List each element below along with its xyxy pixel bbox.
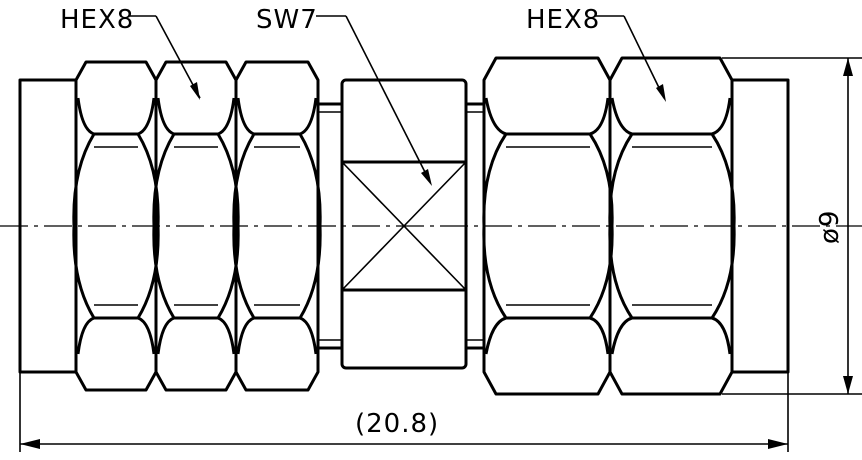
label-sw-middle: SW7 [256,5,318,35]
middle-wrench-body [340,78,468,370]
leader-sw-middle [316,15,432,186]
leader-hex-right [596,15,666,102]
left-hex-nut-group [72,60,322,392]
diameter-dimension [722,57,862,395]
right-hex-nut-group [482,56,736,396]
label-hex-right: HEX8 [526,5,600,35]
label-hex-left: HEX8 [60,5,134,35]
leader-hex-left [130,15,201,100]
length-dimension [19,372,789,452]
right-cylinder-end [730,78,790,374]
label-length-dimension: (20.8) [355,409,439,439]
label-diameter-dimension: ø9 [815,210,845,244]
